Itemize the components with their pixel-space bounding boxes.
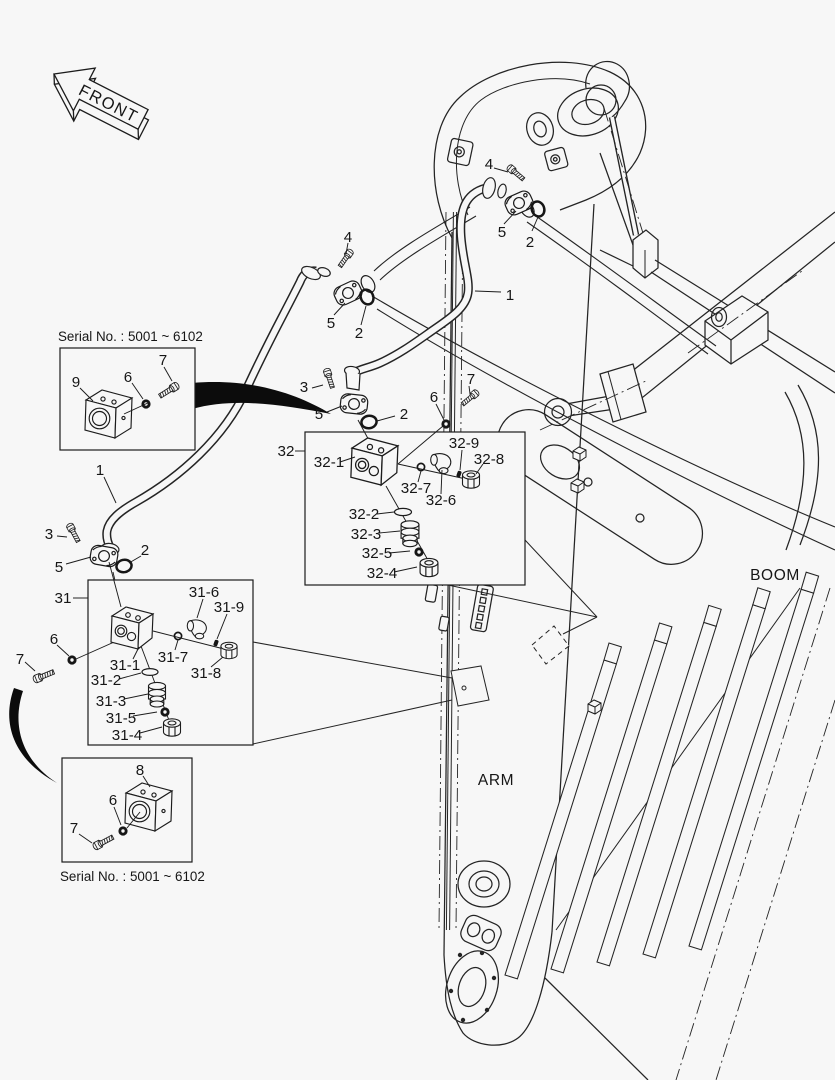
callout-hose-left: 1 [96, 462, 104, 479]
adapter-fitting-icon [400, 520, 420, 548]
mount-leaders [252, 539, 598, 745]
small-hardware [424, 446, 602, 715]
washer-icon [414, 547, 424, 557]
bolt-icon [31, 667, 56, 685]
callout-31-9: 31-9 [214, 599, 244, 616]
boom-label: BOOM [750, 567, 800, 584]
machine-line-art [252, 60, 835, 1080]
callout-oring-head: 2 [526, 234, 534, 251]
clamp-icon [338, 392, 370, 416]
callout-bolt-boom-pipe: 4 [344, 229, 352, 246]
hose-left [100, 265, 331, 556]
rib-strips [504, 571, 835, 1080]
hose-right [351, 177, 507, 377]
boom-cylinder [539, 211, 835, 431]
callout-31-4: 31-4 [112, 727, 142, 744]
callout-31-8: 31-8 [191, 665, 221, 682]
callout-31-3: 31-3 [96, 693, 126, 710]
connector-swoosh-top [192, 382, 331, 414]
serial-title-bottom: Serial No. : 5001 ~ 6102 [60, 869, 205, 884]
callout-31-6: 31-6 [189, 584, 219, 601]
callout-oring-boom-pipe: 2 [355, 325, 363, 342]
callout-bolt-head: 4 [485, 156, 493, 173]
callout-32-4: 32-4 [367, 565, 397, 582]
adapter-fitting-icon [147, 681, 167, 708]
bolt-icon [459, 388, 481, 408]
callout-bolt-7-top: 7 [159, 352, 167, 369]
bolt-icon [505, 163, 527, 183]
callout-washer-31: 6 [50, 631, 58, 648]
cap-nut-icon [419, 557, 439, 578]
callout-washer-6-top: 6 [124, 369, 132, 386]
pin-bracket [687, 270, 803, 365]
cap-nut-icon [162, 718, 182, 737]
callout-32-3: 32-3 [351, 526, 381, 543]
callout-washer-6-bottom: 6 [109, 792, 117, 809]
valve-block-icon [124, 782, 173, 832]
hoses [100, 177, 507, 556]
flange-assembly-boom-pipe [331, 247, 378, 308]
callout-block-9: 9 [72, 374, 80, 391]
callout-bolt-arm-left: 3 [45, 526, 53, 543]
washer-icon [118, 826, 128, 836]
group-box-31 [73, 561, 254, 746]
washer-icon [160, 707, 170, 717]
valve-block-icon [350, 437, 399, 486]
callout-clamp-head: 5 [498, 224, 506, 241]
bolt-icon [65, 521, 82, 544]
serial-box-bottom [61, 757, 193, 863]
group-box-32 [295, 419, 526, 586]
callout-31-2: 31-2 [91, 672, 121, 689]
seal-washer-icon [393, 507, 413, 517]
washer-icon [441, 419, 451, 429]
callout-32-9: 32-9 [449, 435, 479, 452]
boom-link-rod [585, 60, 835, 394]
callout-bolt-7-bottom: 7 [70, 820, 78, 837]
callout-32-5: 32-5 [362, 545, 392, 562]
callout-31-5: 31-5 [106, 710, 136, 727]
callout-32-1: 32-1 [314, 454, 344, 471]
callout-31-1: 31-1 [110, 657, 140, 674]
callout-32-8: 32-8 [474, 451, 504, 468]
oring-icon [114, 557, 134, 575]
callout-group-31: 31 [55, 590, 72, 607]
serial-title-top: Serial No. : 5001 ~ 6102 [58, 329, 203, 344]
callout-washer-32: 6 [430, 389, 438, 406]
arm-label: ARM [478, 772, 514, 789]
callout-oring-above-32: 2 [400, 406, 408, 423]
seal-washer-icon [141, 667, 159, 676]
callout-hose-right: 1 [506, 287, 514, 304]
callout-bolt-32: 7 [467, 371, 475, 388]
flange-assembly-head [502, 163, 548, 220]
callout-clamp-arm-left: 5 [55, 559, 63, 576]
oring-icon [359, 413, 379, 431]
callout-oring-arm-left: 2 [141, 542, 149, 559]
callout-clamp-above-32: 5 [315, 406, 323, 423]
callout-block-8: 8 [136, 762, 144, 779]
front-arrow: FRONT [52, 67, 150, 141]
clamp-icon [331, 278, 365, 308]
callout-32-7: 32-7 [401, 480, 431, 497]
callout-bolt-above-32: 3 [300, 379, 308, 396]
callout-31-7: 31-7 [158, 649, 188, 666]
connector-swoosh-bottom [9, 688, 57, 783]
callout-bolt-31: 7 [16, 651, 24, 668]
cap-nut-icon [220, 641, 238, 660]
valve-block-icon [110, 606, 154, 650]
bolt-icon [322, 367, 337, 390]
callout-32-2: 32-2 [349, 506, 379, 523]
flange-assembly-above-32 [322, 365, 481, 431]
bolt-icon [336, 247, 355, 269]
callout-group-32: 32 [278, 443, 295, 460]
washer-icon [67, 655, 77, 665]
callout-leaders [24, 167, 539, 844]
callout-32-6: 32-6 [426, 492, 456, 509]
callout-clamp-boom-pipe: 5 [327, 315, 335, 332]
serial-box-top [59, 347, 196, 451]
